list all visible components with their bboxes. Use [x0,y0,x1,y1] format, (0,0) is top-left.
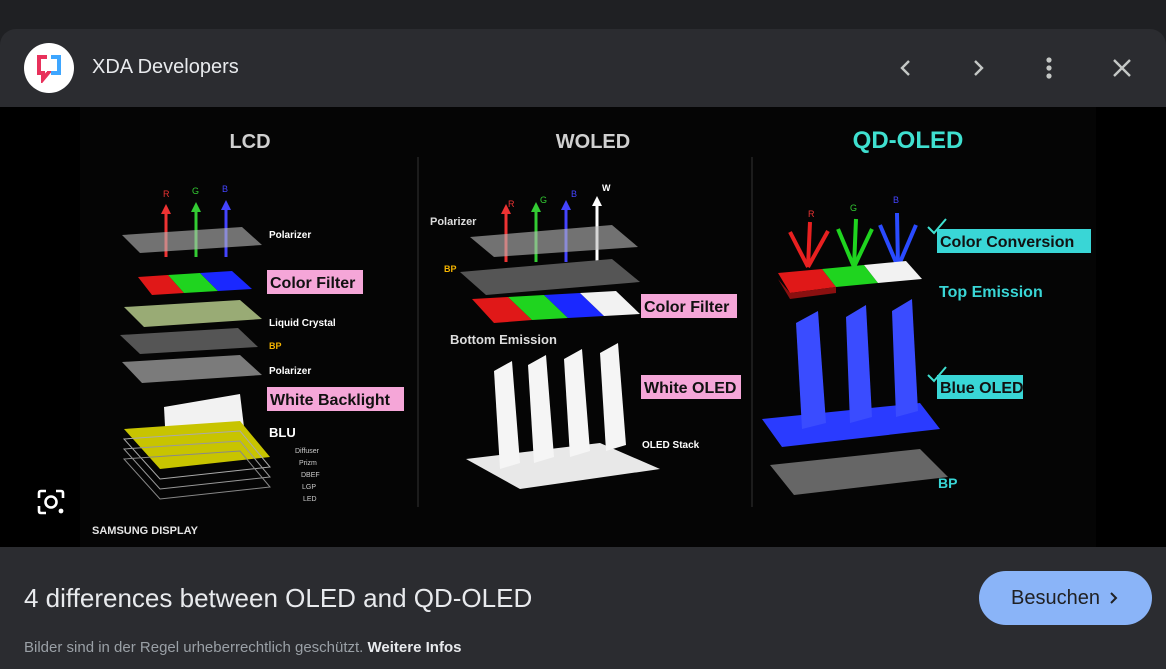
lcd-arrow-r: R [163,189,170,199]
lcd-label-polarizer-bottom: Polarizer [269,366,311,377]
more-options-button[interactable] [1034,53,1064,83]
lcd-label-bp: BP [269,341,282,351]
chevron-left-icon [900,60,910,76]
copyright-text: Bilder sind in der Regel urheberrechtlic… [24,639,364,656]
lcd-label-color-filter: Color Filter [270,275,355,292]
viewer-header: XDA Developers [0,29,1166,107]
qd-label-top-emission: Top Emission [939,284,1043,301]
woled-label-bottom-emission: Bottom Emission [450,332,557,347]
close-icon [1113,59,1131,77]
lcd-label-white-backlight: White Backlight [270,392,391,409]
site-name[interactable]: XDA Developers [92,56,239,78]
blu-part-diffuser: Diffuser [295,448,320,455]
lcd-label-polarizer-top: Polarizer [269,230,311,241]
woled-label-bp: BP [444,264,457,274]
lcd-label-liquid-crystal: Liquid Crystal [269,318,336,329]
lcd-arrow-b: B [222,184,228,194]
close-button[interactable] [1107,53,1137,83]
more-vert-icon [1046,57,1052,79]
qd-arrow-b: B [893,195,899,205]
woled-label-color-filter: Color Filter [644,299,729,316]
chevron-right-icon [974,60,984,76]
lcd-stack: R G B Polarizer Color Filter Liquid Crys… [120,184,404,503]
woled-label-oled-stack: OLED Stack [642,440,700,451]
woled-arrow-r: R [508,199,515,209]
woled-label-white-oled: White OLED [644,380,736,397]
woled-stack: R G B W Polarizer BP Color Filter Bo [430,183,741,489]
qdoled-heading: QD-OLED [853,127,964,154]
visit-button[interactable]: Besuchen [979,571,1152,625]
qd-arrow-r: R [808,209,815,219]
google-lens-icon [37,489,65,515]
visit-button-label: Besuchen [1011,586,1100,609]
next-button[interactable] [963,53,993,83]
xda-logo-icon [37,55,61,83]
qd-arrow-g: G [850,203,857,213]
oled-comparison-diagram: LCD WOLED QD-OLED R G B [80,107,1096,547]
image-title[interactable]: 4 differences between OLED and QD-OLED [24,583,533,613]
lcd-label-blu: BLU [269,425,296,440]
woled-label-polarizer: Polarizer [430,216,477,228]
blu-part-dbef: DBEF [301,472,320,479]
caption-bar: 4 differences between OLED and QD-OLED B… [0,547,1166,669]
more-info-link[interactable]: Weitere Infos [367,639,462,656]
blu-part-led: LED [303,496,317,503]
woled-arrow-w: W [602,183,611,193]
qdoled-stack: R G B Color Conversion Top Emission Blue… [762,195,1091,495]
preview-image[interactable]: LCD WOLED QD-OLED R G B [0,107,1166,547]
woled-arrow-b: B [571,189,577,199]
chevron-right-icon [1110,592,1118,604]
lcd-arrow-g: G [192,186,199,196]
image-credit: SAMSUNG DISPLAY [92,525,199,537]
qd-label-blue-oled: Blue OLED [940,380,1024,397]
copyright-notice: Bilder sind in der Regel urheberrechtlic… [24,639,461,656]
site-logo[interactable] [24,43,74,93]
woled-heading: WOLED [556,131,630,153]
previous-button[interactable] [891,53,921,83]
blu-part-lgp: LGP [302,484,316,491]
image-viewer-panel: XDA Developers LCD WOLED QD-OLED [0,29,1166,669]
lcd-heading: LCD [229,131,270,153]
woled-arrow-g: G [540,195,547,205]
qd-label-bp: BP [938,475,957,491]
qd-label-color-conversion: Color Conversion [940,234,1074,251]
lens-search-button[interactable] [30,481,72,523]
blu-part-prizm: Prizm [299,460,317,467]
